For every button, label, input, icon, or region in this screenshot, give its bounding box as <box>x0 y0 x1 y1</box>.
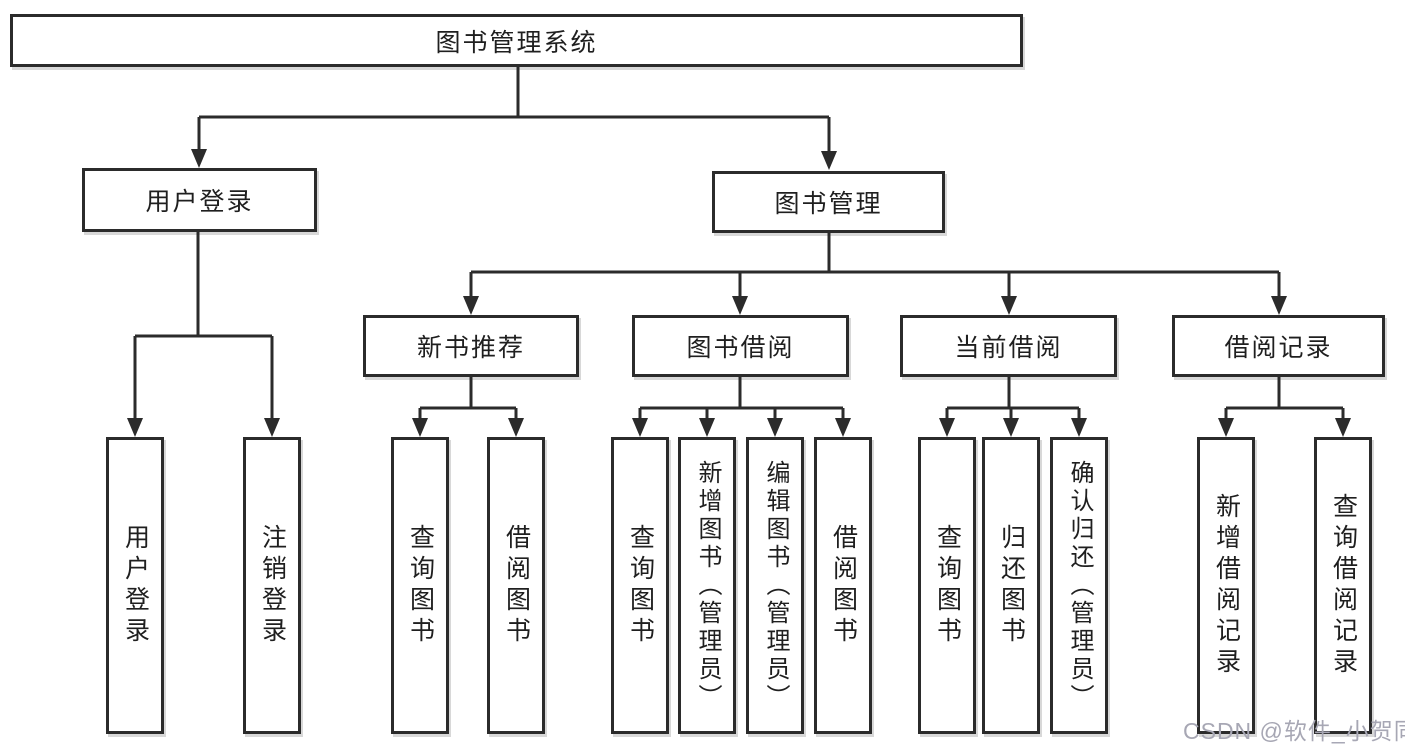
leaf-query-books-borrowing: 查询图书 <box>611 437 669 734</box>
node-label: 图书借阅 <box>686 334 795 362</box>
leaf-query-books-current: 查询图书 <box>918 437 976 734</box>
leaf-query-books-recommend: 查询图书 <box>391 437 449 734</box>
node-label: 借阅记录 <box>1224 334 1333 362</box>
leaf-label: 注销登录 <box>258 523 287 648</box>
node-label: 图书管理系统 <box>435 28 598 57</box>
node-current-borrowing: 当前借阅 <box>900 315 1117 377</box>
leaf-label: 查询图书 <box>933 523 962 648</box>
watermark: CSDN @软件_小贺同学 <box>1183 718 1405 744</box>
leaf-label: 查询借阅记录 <box>1329 492 1358 679</box>
leaf-confirm-return-admin: 确认归还（管理员） <box>1050 437 1108 734</box>
leaf-label: 查询图书 <box>406 523 435 648</box>
leaf-label: 确认归还（管理员） <box>1066 459 1093 712</box>
leaf-return-books: 归还图书 <box>982 437 1040 734</box>
leaf-label: 查询图书 <box>626 523 655 648</box>
leaf-add-books-admin: 新增图书（管理员） <box>678 437 736 734</box>
node-label: 当前借阅 <box>954 334 1063 362</box>
leaf-logout: 注销登录 <box>243 437 301 734</box>
node-borrow-records: 借阅记录 <box>1172 315 1385 377</box>
leaf-label: 借阅图书 <box>502 523 531 648</box>
leaf-label: 新增图书（管理员） <box>694 459 721 712</box>
leaf-label: 编辑图书（管理员） <box>762 459 789 712</box>
leaf-add-borrow-record: 新增借阅记录 <box>1197 437 1255 734</box>
node-book-management: 图书管理 <box>712 171 945 233</box>
node-new-book-recommend: 新书推荐 <box>363 315 579 377</box>
leaf-label: 新增借阅记录 <box>1212 492 1241 679</box>
leaf-label: 借阅图书 <box>829 523 858 648</box>
node-label: 新书推荐 <box>416 334 525 362</box>
leaf-query-borrow-record: 查询借阅记录 <box>1314 437 1372 734</box>
leaf-user-login: 用户登录 <box>106 437 164 734</box>
leaf-edit-books-admin: 编辑图书（管理员） <box>746 437 804 734</box>
node-book-borrowing: 图书借阅 <box>632 315 849 377</box>
leaf-borrow-books: 借阅图书 <box>814 437 872 734</box>
arrowheads <box>127 149 1351 437</box>
leaf-borrow-books-recommend: 借阅图书 <box>487 437 545 734</box>
node-library-management-system: 图书管理系统 <box>10 14 1023 67</box>
node-label: 图书管理 <box>774 190 883 218</box>
node-user-login: 用户登录 <box>82 168 317 232</box>
leaf-label: 归还图书 <box>997 523 1026 648</box>
leaf-label: 用户登录 <box>121 523 150 648</box>
node-label: 用户登录 <box>145 188 254 216</box>
